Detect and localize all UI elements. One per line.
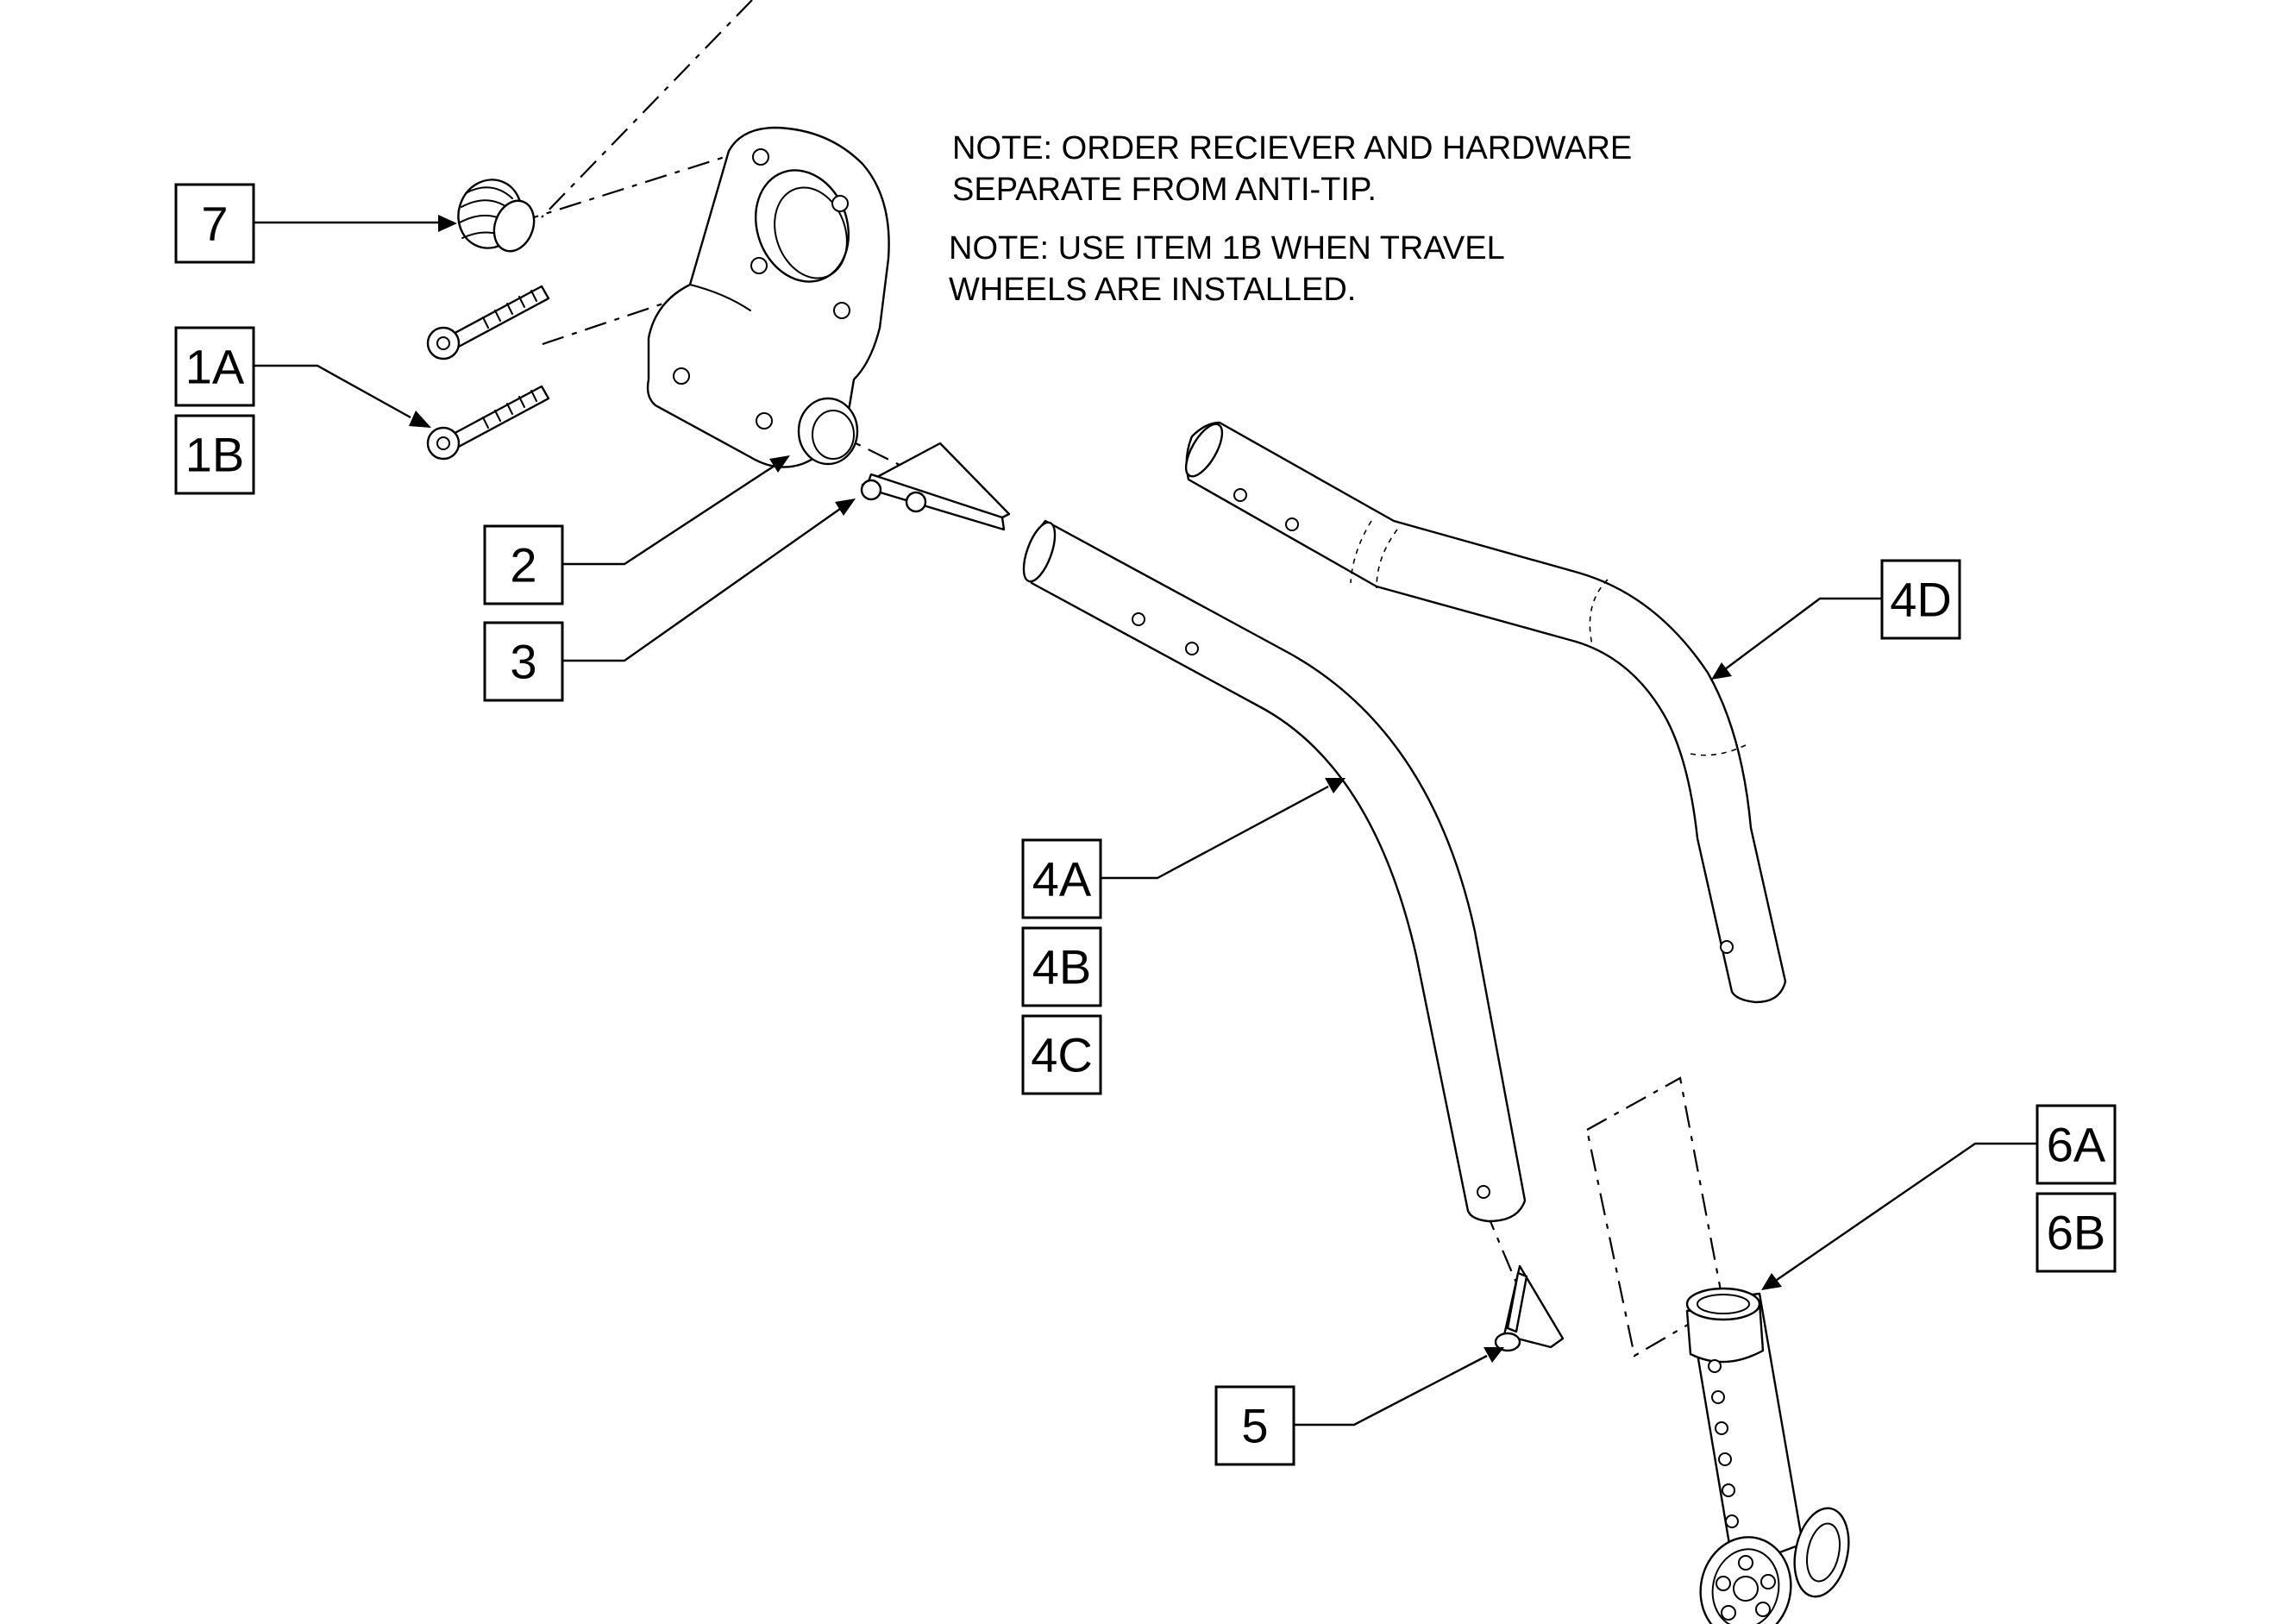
callout-4c-label: 4C [1031, 1028, 1093, 1082]
callout-1b-label: 1B [185, 428, 245, 482]
callout-6a-label: 6A [2047, 1118, 2106, 1172]
end-cap-plug [457, 179, 536, 253]
cap-screw-upper [426, 285, 550, 361]
anti-tip-wheel-assembly [1685, 1287, 1850, 1624]
note-1-line-2: SEPARATE FROM ANTI-TIP. [952, 172, 1377, 208]
callout-6b-label: 6B [2047, 1206, 2106, 1260]
callout-3: 3 [483, 621, 564, 702]
callout-1b: 1B [174, 414, 255, 495]
note-2-line-2: WHEELS ARE INSTALLED. [949, 272, 1356, 308]
detent-pin-lower [1494, 1264, 1565, 1352]
callout-1a-label: 1A [185, 340, 245, 394]
callout-4b: 4B [1021, 926, 1102, 1007]
callout-4a: 4A [1021, 838, 1102, 919]
notes: NOTE: ORDER RECIEVER AND HARDWARE SEPARA… [949, 130, 1632, 308]
callout-4d-label: 4D [1890, 573, 1952, 627]
callout-1a: 1A [174, 326, 255, 407]
anti-tip-tube-bent [1184, 421, 1787, 1004]
leader-lines [254, 215, 2037, 1426]
callout-6a: 6A [2036, 1104, 2117, 1185]
callout-7-label: 7 [201, 197, 228, 251]
note-2-line-1: NOTE: USE ITEM 1B WHEN TRAVEL [949, 230, 1505, 266]
callout-4a-label: 4A [1032, 852, 1092, 906]
callout-2: 2 [483, 524, 564, 605]
callout-5-label: 5 [1241, 1399, 1268, 1453]
cap-screw-lower [426, 385, 550, 461]
callout-4c: 4C [1021, 1014, 1102, 1095]
detent-pin-upper [860, 442, 1011, 531]
anti-tip-receiver [646, 126, 890, 468]
callout-2-label: 2 [510, 538, 536, 593]
callout-4d: 4D [1880, 559, 1961, 640]
callout-4b-label: 4B [1032, 940, 1092, 994]
callout-7: 7 [174, 183, 255, 264]
callout-6b: 6B [2036, 1192, 2117, 1273]
anti-tip-tube [1022, 519, 1527, 1223]
callout-5: 5 [1214, 1385, 1295, 1466]
note-1-line-1: NOTE: ORDER RECIEVER AND HARDWARE [952, 130, 1632, 166]
callout-3-label: 3 [510, 635, 536, 689]
